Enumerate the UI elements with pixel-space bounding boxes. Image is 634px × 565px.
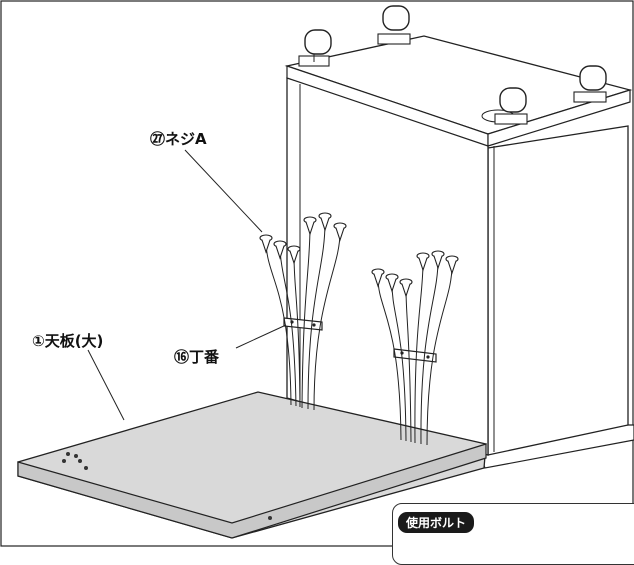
screws-left — [259, 212, 347, 265]
cabinet-top-side-edge — [487, 89, 631, 147]
caster — [298, 29, 332, 67]
diagram-canvas — [0, 0, 634, 547]
screw-guides-right — [377, 259, 453, 446]
top-board-edge — [17, 443, 487, 539]
hinge-label: ⑯丁番 — [174, 348, 220, 366]
screw-a-label: ㉗ネジA — [150, 130, 207, 148]
screw-guides-left — [265, 221, 341, 411]
frame — [0, 0, 634, 547]
board-holes — [62, 452, 272, 520]
cabinet-side-panel — [487, 125, 629, 456]
caster — [573, 65, 607, 103]
screws-right — [371, 250, 459, 298]
top-board-leader-line — [87, 349, 125, 421]
caster — [377, 5, 411, 45]
caster — [494, 87, 528, 125]
top-board-label: ①天板(大) — [32, 332, 104, 350]
screw-leader-line — [184, 149, 263, 233]
bolt-info-title: 使用ボルト — [398, 512, 475, 533]
hinge-leader-line — [235, 324, 287, 349]
